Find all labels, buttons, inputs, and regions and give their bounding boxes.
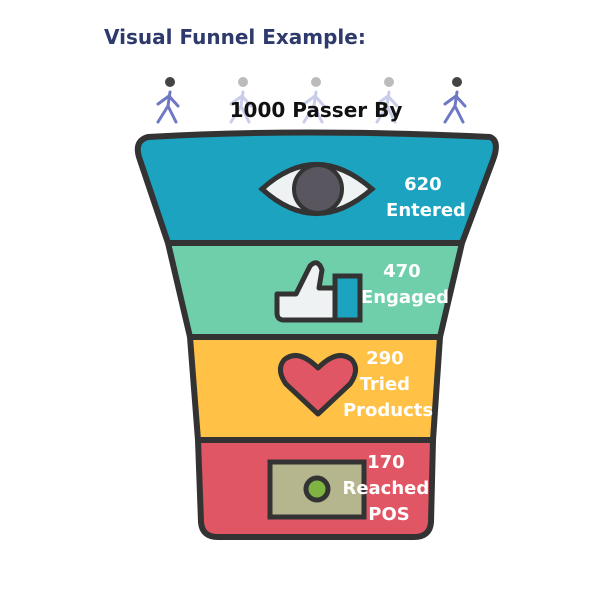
walking-person-icon-3 bbox=[302, 77, 326, 124]
walking-person-icon-1 bbox=[156, 77, 180, 124]
heart-icon bbox=[278, 353, 358, 417]
walking-person-icon-2 bbox=[229, 77, 253, 124]
passer-by-label: 1000 Passer By bbox=[230, 98, 403, 122]
stage-label-tried-products: 290 Tried Products bbox=[343, 348, 433, 421]
stage-label-engaged: 470 Engaged bbox=[361, 261, 449, 308]
walking-person-icon-4 bbox=[375, 77, 399, 124]
page-title: Visual Funnel Example: bbox=[104, 25, 366, 49]
walking-person-icon-5 bbox=[443, 77, 467, 124]
stage-label-reached-pos: 170 Reached POS bbox=[342, 452, 435, 525]
thumbs-up-icon bbox=[274, 260, 363, 323]
eye-icon bbox=[258, 162, 376, 216]
funnel-outline bbox=[134, 129, 499, 540]
cash-icon bbox=[267, 459, 367, 520]
stage-label-entered: 620 Entered bbox=[386, 174, 466, 221]
